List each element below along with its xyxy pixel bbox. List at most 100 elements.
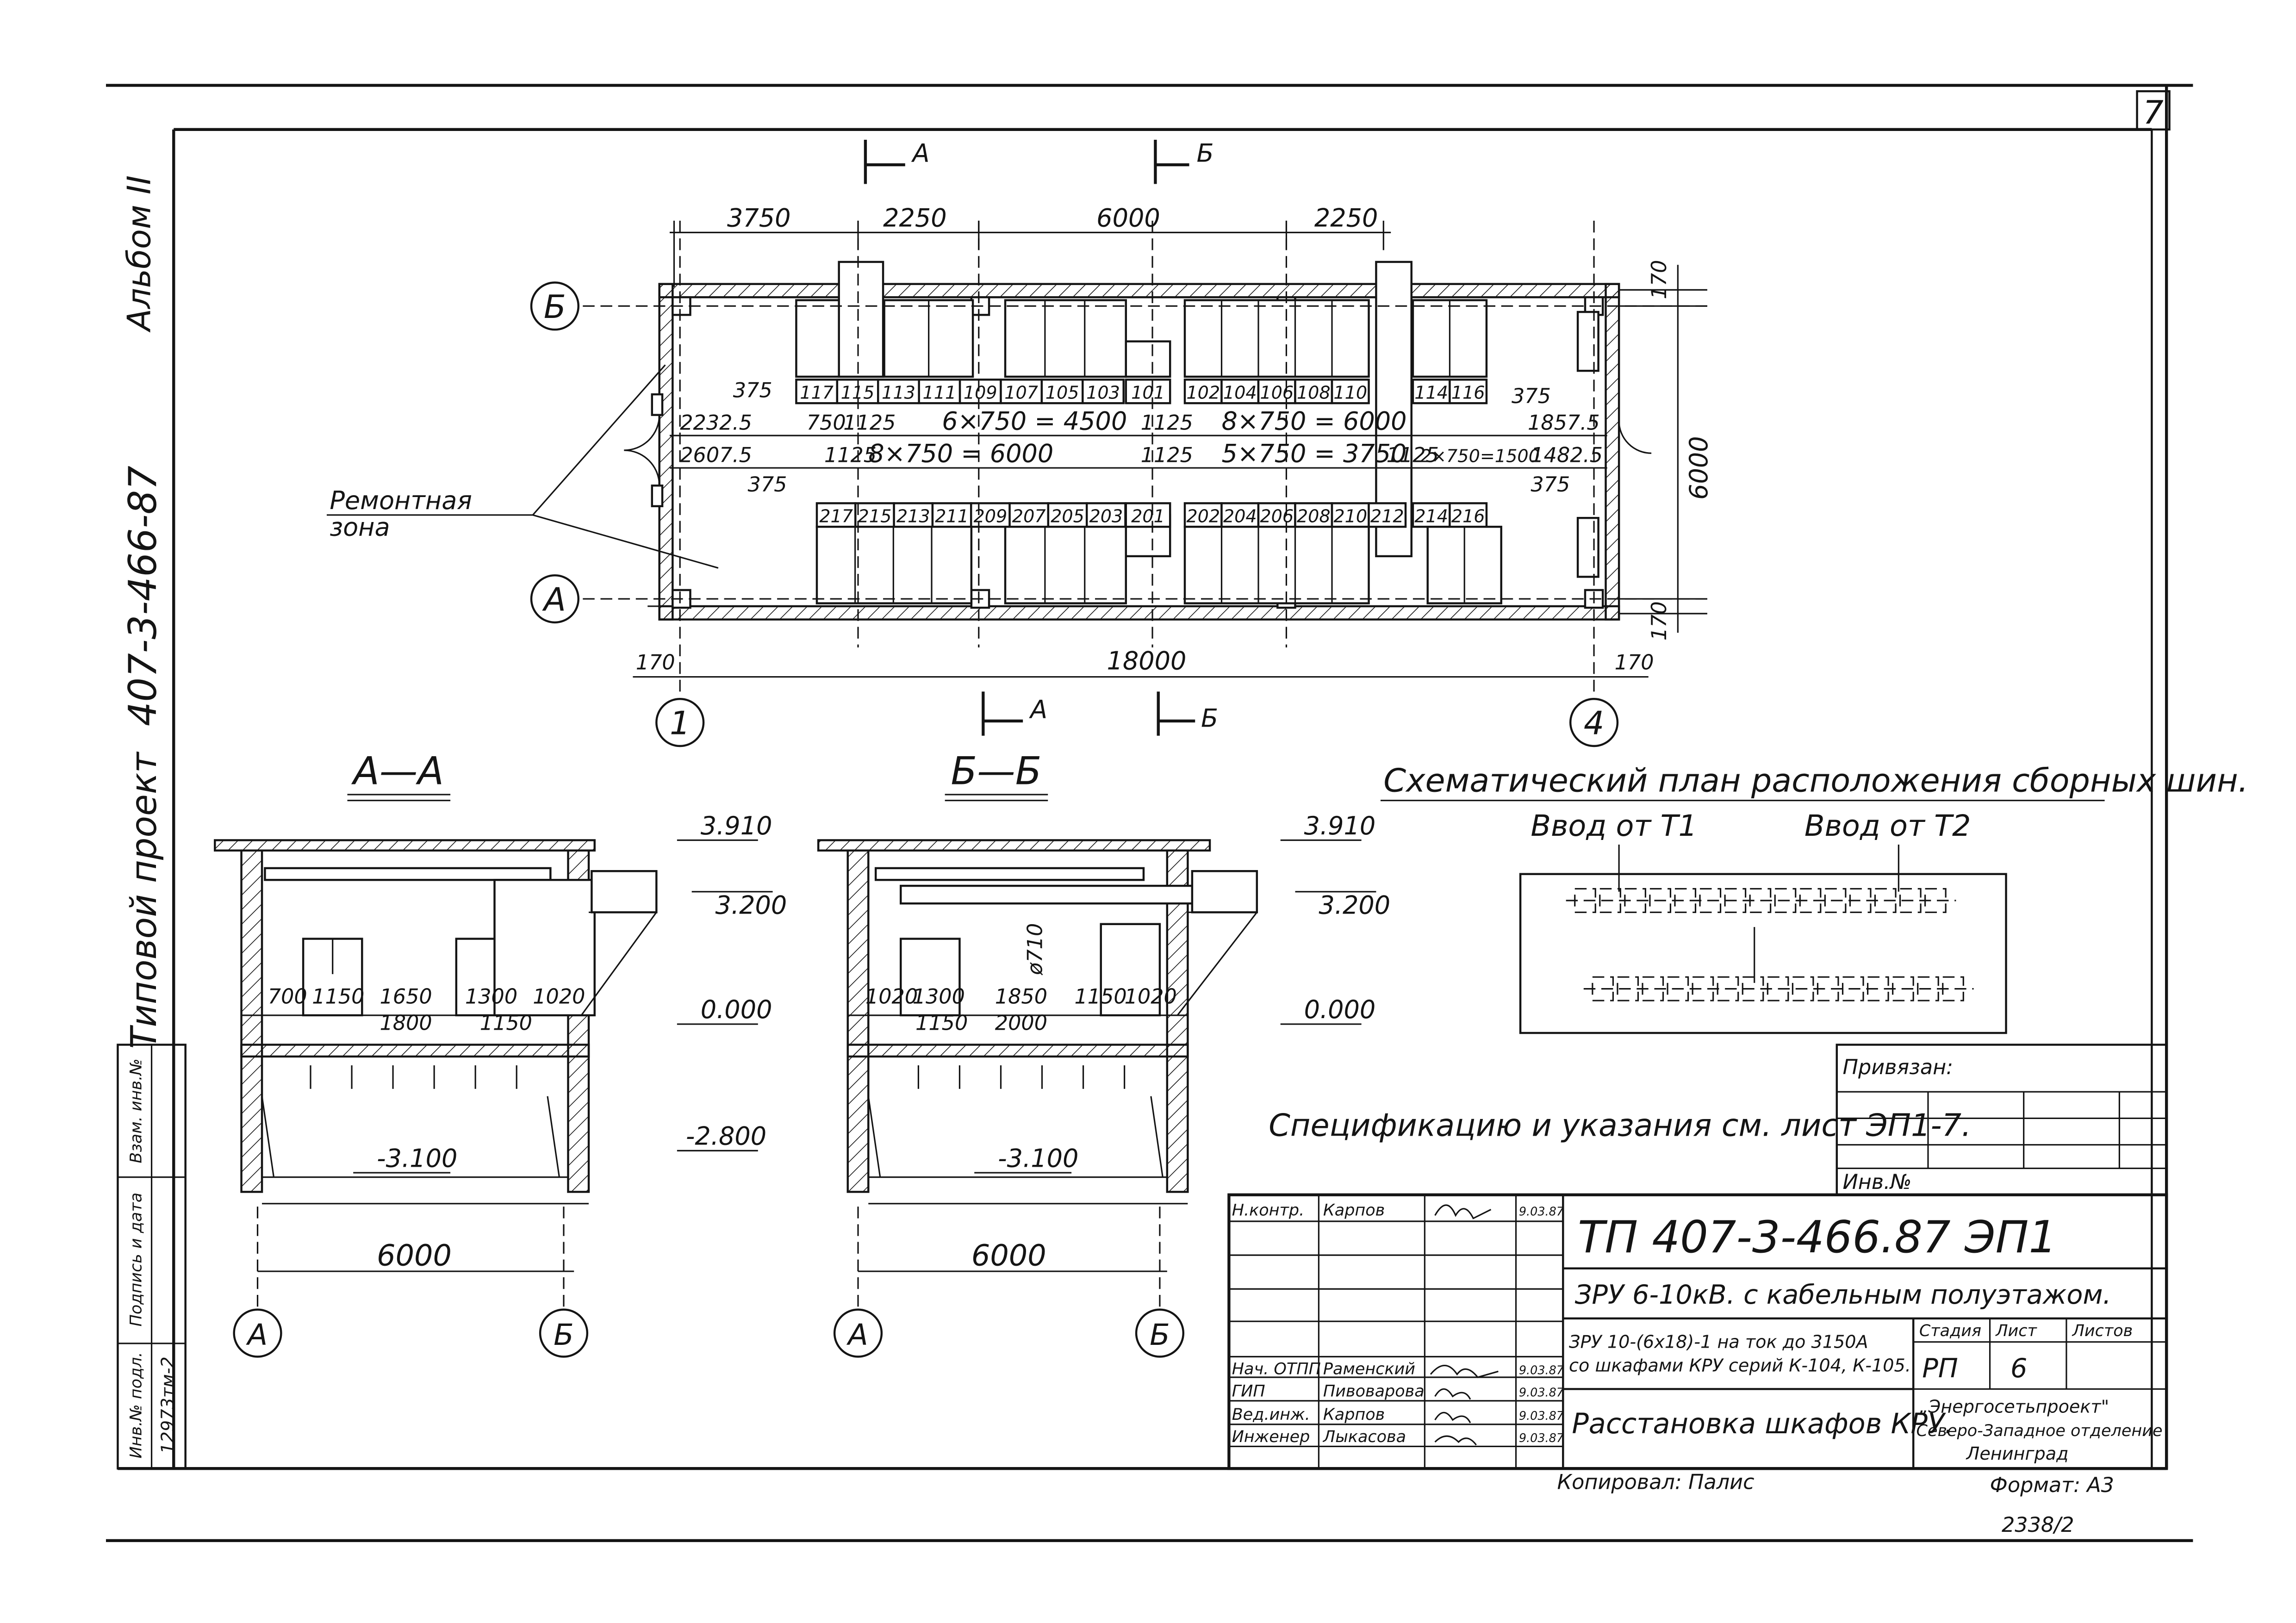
busbar-cell xyxy=(1774,888,1797,913)
cabinet-cell-210: 210 xyxy=(1333,506,1367,527)
dim-18000: 18000 xyxy=(1107,647,1186,676)
row2-dims: 2607.5 375 1125 8×750 = 6000 1125 5×750 … xyxy=(669,439,1607,497)
cabinet-cell-107: 107 xyxy=(1004,383,1038,403)
cabinet-cell-206: 206 xyxy=(1260,506,1294,527)
org-line-2: Северо-Западное отделение xyxy=(1916,1422,2163,1440)
stage-header: Стадия xyxy=(1919,1322,1981,1340)
title-description-1: ЗРУ 10-(6х18)-1 на ток до 3150А xyxy=(1569,1331,1868,1352)
aa-axis-a: А xyxy=(246,1318,268,1352)
cut-a-top: А xyxy=(911,139,930,168)
cabinet-cell-203: 203 xyxy=(1089,506,1123,527)
sig-name-2: Пивоварова xyxy=(1323,1382,1425,1400)
plan-axis-markers: Б А 1 4 xyxy=(530,281,1619,747)
bb-axis-a: А xyxy=(846,1318,868,1352)
busbar-cell xyxy=(1617,976,1639,1001)
org-line-3: Ленинград xyxy=(1966,1443,2069,1464)
sheet-number-box: 7 xyxy=(2136,90,2171,131)
dim-170-right-bottom: 170 xyxy=(1648,601,1671,640)
dim-6x750: 6×750 = 4500 xyxy=(942,406,1127,435)
aa-dim-1800: 1800 xyxy=(380,1012,432,1035)
dim-2x750: 2×750=1500 xyxy=(1420,446,1540,466)
dim-2232: 2232.5 xyxy=(680,411,752,435)
bottom-number: 2338/2 xyxy=(2002,1513,2074,1537)
sig-date-0: 9.03.87 xyxy=(1519,1204,1564,1218)
project-code-vertical: 407-3-466-87 xyxy=(121,466,165,726)
cabinet-cell-211: 211 xyxy=(935,506,969,527)
axis-b-label: Б xyxy=(544,288,566,326)
dim-2607: 2607.5 xyxy=(680,443,752,467)
axis-1-label: 1 xyxy=(670,705,691,742)
side-label-inv: Инв.№ подл. xyxy=(127,1352,145,1458)
bb-axis-b: Б xyxy=(1150,1318,1170,1352)
bb-dim-1020-b: 1020 xyxy=(1125,985,1177,1008)
inventory-number: 12973тм-2 xyxy=(157,1356,178,1454)
dim-1125-d: 1125 xyxy=(1141,443,1193,467)
cabinet-cell-207: 207 xyxy=(1012,506,1046,527)
sig-date-2: 9.03.87 xyxy=(1519,1385,1564,1399)
side-label-sign: Подпись и дата xyxy=(127,1193,145,1327)
axis-4-label: 4 xyxy=(1584,705,1605,742)
dim-5x750: 5×750 = 3750 xyxy=(1222,439,1407,468)
cabinet-cell-114: 114 xyxy=(1414,383,1448,403)
section-aa-title: А—А xyxy=(351,749,444,794)
cabinet-cell-101: 101 xyxy=(1131,383,1165,403)
cabinet-cell-113: 113 xyxy=(882,383,915,403)
aa-elev-2800: -2.800 xyxy=(686,1122,766,1151)
dim-2250-top-left: 2250 xyxy=(883,204,947,233)
sig-name-0: Карпов xyxy=(1323,1201,1385,1219)
sheet-value: 6 xyxy=(2010,1353,2027,1384)
cabinet-cell-212: 212 xyxy=(1370,506,1404,527)
busbar-cell xyxy=(1792,976,1814,1001)
album-label: Альбом II xyxy=(120,175,158,333)
bb-elev-3200: 3.200 xyxy=(1319,890,1390,920)
repair-zone-line1: Ремонтная xyxy=(330,486,472,515)
cut-a-bottom: А xyxy=(1029,695,1047,724)
aa-elev-3200: 3.200 xyxy=(716,890,787,920)
sig-name-3: Карпов xyxy=(1323,1405,1385,1424)
dim-375-lower-right: 375 xyxy=(1531,473,1570,497)
cabinet-cell-202: 202 xyxy=(1186,506,1220,527)
bb-dim-1850: 1850 xyxy=(995,985,1047,1008)
cabinet-cell-106: 106 xyxy=(1260,383,1294,403)
busbar-cell xyxy=(1649,888,1672,913)
aa-dim-1150-b: 1150 xyxy=(480,1012,532,1035)
dim-1125-b: 1125 xyxy=(1141,411,1193,435)
bb-dim-1150: 1150 xyxy=(1074,985,1126,1008)
sig-date-3: 9.03.87 xyxy=(1519,1409,1564,1423)
sheet-header: Лист xyxy=(1995,1322,2037,1340)
aa-dim-1300: 1300 xyxy=(465,985,517,1008)
dim-2250-top-right: 2250 xyxy=(1314,204,1378,233)
cabinet-cell-117: 117 xyxy=(800,383,834,403)
sheets-header: Листов xyxy=(2072,1322,2133,1340)
sig-role-0: Н.контр. xyxy=(1232,1201,1304,1219)
bb-dim-2000: 2000 xyxy=(995,1012,1047,1035)
bb-width-6000: 6000 xyxy=(971,1238,1046,1272)
sig-name-1: Раменский xyxy=(1323,1360,1415,1379)
spec-note: Спецификацию и указания см. лист ЭП1-7. xyxy=(1269,1107,1971,1144)
sig-role-4: Инженер xyxy=(1232,1428,1310,1446)
format-label: Формат: А3 xyxy=(1990,1474,2114,1497)
dim-1125-c: 1125 xyxy=(824,443,877,467)
dim-1857: 1857.5 xyxy=(1528,411,1600,435)
plan-bottom-dimensions: 170 18000 170 xyxy=(633,647,1654,678)
bb-elev-0000: 0.000 xyxy=(1304,995,1376,1024)
cabinet-cell-201: 201 xyxy=(1131,506,1165,527)
dim-170-bottom-left: 170 xyxy=(636,651,675,675)
cabinet-cell-217: 217 xyxy=(819,506,853,527)
dim-6000-right: 6000 xyxy=(1684,436,1713,500)
repair-zone-label: Ремонтная зона xyxy=(326,364,719,569)
sig-role-2: ГИП xyxy=(1232,1382,1265,1400)
sig-name-4: Лыкасова xyxy=(1322,1428,1406,1446)
sig-date-1: 9.03.87 xyxy=(1519,1363,1564,1377)
org-line-1: „Энергосетьпроект" xyxy=(1919,1396,2109,1417)
cabinet-cell-104: 104 xyxy=(1223,383,1257,403)
sig-role-1: Нач. ОТПП xyxy=(1232,1360,1321,1379)
section-bb-title: Б—Б xyxy=(951,749,1041,794)
busbar-cell xyxy=(1917,976,1939,1001)
cabinet-cell-204: 204 xyxy=(1223,506,1257,527)
aa-elev-3100: -3.100 xyxy=(377,1144,457,1173)
